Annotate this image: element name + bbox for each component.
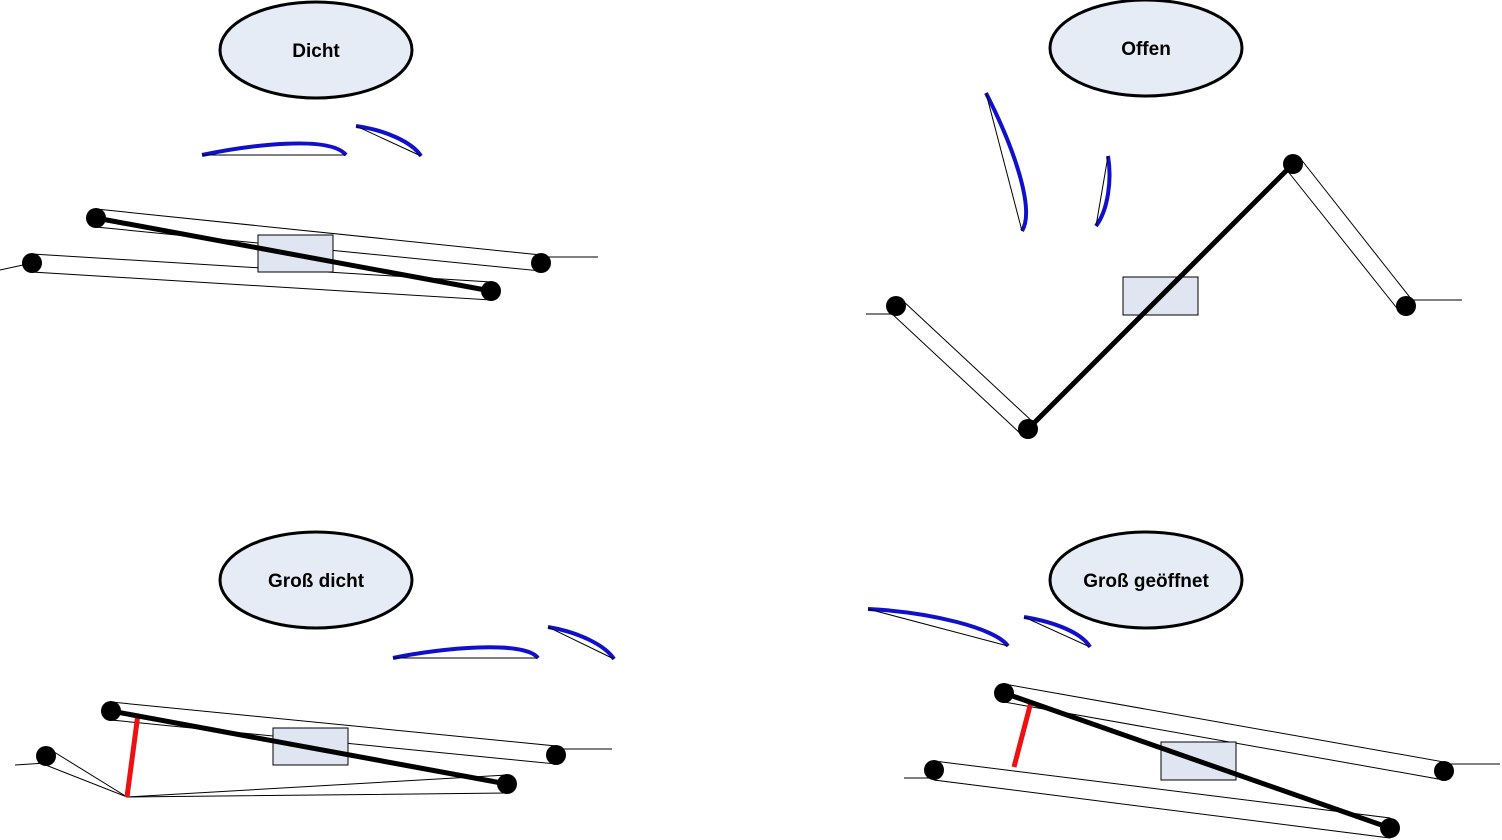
flap-airfoil — [1094, 155, 1112, 228]
pivot-joint — [1434, 761, 1454, 781]
panel-dicht: Dicht — [0, 0, 598, 301]
pivot-joint — [546, 745, 566, 765]
flap-airfoil — [355, 124, 423, 158]
main-bar — [110, 708, 508, 787]
pivot-joint — [1018, 419, 1038, 439]
support-bar — [124, 713, 141, 798]
main-bar — [1003, 690, 1391, 831]
support-bar — [1011, 701, 1034, 768]
flap-airfoil — [1023, 615, 1092, 649]
main-bar — [1026, 162, 1295, 431]
pivot-joint — [497, 774, 517, 794]
pivot-joint — [86, 208, 106, 228]
pivot-joint — [994, 683, 1014, 703]
pivot-joint — [36, 746, 56, 766]
pivot-joint — [481, 281, 501, 301]
pivot-joint — [924, 760, 944, 780]
main-airfoil — [867, 607, 1010, 648]
airfoil-chord — [867, 608, 1009, 647]
title-ellipse — [1048, 530, 1244, 630]
pivot-joint — [531, 253, 551, 273]
right-link — [1285, 157, 1413, 313]
main-airfoil — [984, 92, 1029, 233]
title-ellipse — [218, 0, 414, 100]
lower-link — [37, 761, 508, 798]
flap-chord — [547, 626, 615, 660]
pivot-joint — [886, 296, 906, 316]
main-airfoil — [201, 141, 348, 157]
panel-title: Offen — [1121, 39, 1171, 60]
pivot-joint — [1283, 154, 1303, 174]
pivot-joint — [101, 701, 121, 721]
airfoil-chord — [985, 92, 1023, 232]
flap-chord — [355, 125, 422, 157]
main-airfoil — [392, 645, 540, 660]
pivot-joint — [22, 253, 42, 273]
left-link — [889, 299, 1035, 436]
title-ellipse — [1048, 0, 1244, 98]
panel-title: Groß geöffnet — [1083, 571, 1209, 592]
panel-title: Dicht — [292, 41, 340, 62]
panel-offen: Offen — [866, 0, 1462, 439]
carriage-box — [257, 234, 334, 273]
pivot-joint — [1380, 818, 1400, 838]
flap-chord — [1095, 155, 1109, 227]
panel-gross-geoeffnet: Groß geöffnet — [867, 530, 1500, 839]
title-ellipse — [218, 530, 414, 630]
panel-title: Groß dicht — [268, 571, 365, 592]
pivot-joint — [1396, 296, 1416, 316]
flap-airfoil — [547, 625, 616, 661]
main-bar — [95, 215, 492, 294]
flap-chord — [1023, 616, 1091, 648]
panel-gross-dicht: Groß dicht — [14, 530, 616, 798]
